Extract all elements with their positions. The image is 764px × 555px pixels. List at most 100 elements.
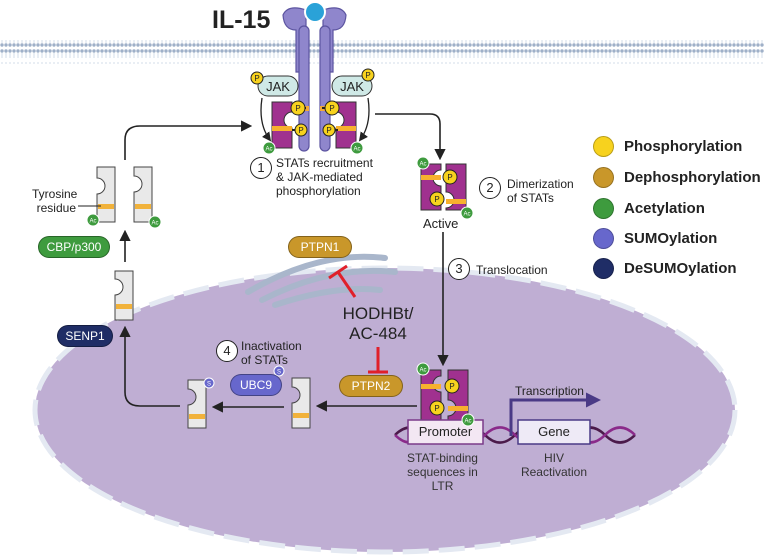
acetyl-mark-icon: Ac [416, 156, 430, 170]
mark-text: P [295, 104, 300, 113]
legend-item-acetylation: Acetylation [593, 198, 705, 219]
stat-binding-line3: LTR [431, 479, 454, 493]
step-4-line1: Inactivation [241, 339, 302, 353]
acetyl-mark-icon: Ac [461, 413, 475, 427]
acetylation-dot-icon [593, 198, 614, 219]
step-2-line1: Dimerization [507, 177, 574, 191]
jak-right-label: JAK [340, 79, 364, 94]
transcription-arrow [509, 392, 601, 436]
acetyl-mark-icon: Ac [416, 362, 430, 376]
legend-item-phosphorylation: Phosphorylation [593, 136, 742, 157]
inhibition-ptpn1 [328, 264, 357, 298]
mark-text: Ac [89, 219, 96, 225]
mark-text: Ac [353, 147, 360, 153]
mark-text: P [329, 104, 334, 113]
mark-text: S [277, 370, 281, 376]
phosphorylation-dot-icon [593, 136, 614, 157]
active-label: Active [423, 216, 459, 231]
step-4-line2: of STATs [241, 353, 288, 367]
acetyl-mark-icon: Ac [350, 141, 364, 155]
step-1-label: STATs recruitment & JAK-mediated phospho… [276, 156, 373, 198]
arrow-desumoylation [119, 325, 180, 407]
legend-item-desumoylation: DeSUMOylation [593, 258, 737, 279]
mark-text: P [254, 74, 259, 83]
tyrosine-line1: Tyrosine [32, 187, 78, 201]
step-4-badge: 4 [216, 340, 238, 362]
phosphate-mark-icon: P [442, 169, 458, 185]
stat-pair-recruited [260, 97, 370, 149]
legend-label: SUMOylation [624, 230, 718, 247]
phosphate-mark-icon: P [324, 100, 340, 116]
step-2-line2: of STATs [507, 191, 554, 205]
phosphate-mark-icon: P [361, 68, 375, 82]
acetyl-mark-icon: Ac [262, 141, 276, 155]
step-3-label: Translocation [476, 263, 548, 277]
mark-text: P [434, 195, 439, 204]
step-2-label: Dimerization of STATs [507, 177, 574, 205]
transcription-label: Transcription [515, 384, 584, 398]
stat-binding-label: STAT-binding sequences in LTR [400, 451, 485, 493]
cell-membrane [0, 40, 764, 64]
ptpn2-pill: PTPN2 [339, 375, 403, 397]
dephosphorylation-dot-icon [593, 167, 614, 188]
mark-text: P [365, 71, 370, 80]
il15-receptor [282, 1, 347, 152]
nucleus [32, 265, 738, 555]
stat-dimer-active [420, 163, 467, 211]
step-1-line1: STATs recruitment [276, 156, 373, 170]
hiv-reactivation-label: HIV Reactivation [515, 451, 593, 479]
mark-text: Ac [463, 212, 470, 218]
mark-text: Ac [464, 419, 471, 425]
legend-label: Phosphorylation [624, 138, 743, 155]
acetyl-mark-icon: Ac [86, 213, 100, 227]
cbp-p300-pill: CBP/p300 [38, 236, 110, 258]
mark-text: P [449, 382, 454, 391]
endoplasmic-reticulum [245, 253, 398, 308]
hiv-line2: Reactivation [520, 465, 588, 479]
mark-text: Ac [419, 368, 426, 374]
promoter-label: Promoter [418, 424, 473, 439]
legend-item-dephosphorylation: Dephosphorylation [593, 167, 761, 188]
drug-line2: AC-484 [349, 324, 407, 343]
tyrosine-label: Tyrosine residue [32, 187, 78, 215]
jak-left [257, 75, 299, 97]
gene-box [517, 419, 591, 445]
mark-text: Ac [151, 221, 158, 227]
sumoylation-dot-icon [593, 228, 614, 249]
legend-label: DeSUMOylation [624, 260, 737, 277]
inhibition-ptpn2 [368, 347, 388, 374]
mark-text: P [447, 173, 452, 182]
jak-right [331, 75, 373, 97]
phosphate-mark-icon: P [250, 71, 264, 85]
mark-text: P [326, 126, 331, 135]
acetyl-mark-icon: Ac [148, 215, 162, 229]
legend-item-sumoylation: SUMOylation [593, 228, 717, 249]
hiv-line1: HIV [543, 451, 564, 465]
phosphate-mark-icon: P [429, 191, 445, 207]
desumoylation-dot-icon [593, 258, 614, 279]
stat-binding-line2: sequences in [407, 465, 478, 479]
step-1-badge: 1 [250, 157, 272, 179]
drug-label: HODHBt/ AC-484 [330, 304, 426, 344]
phosphate-mark-icon: P [290, 100, 306, 116]
drug-line1: HODHBt/ [342, 304, 414, 323]
mark-text: P [298, 126, 303, 135]
acetyl-mark-icon: Ac [460, 206, 474, 220]
step-3-badge: 3 [448, 258, 470, 280]
step-1-line2: & JAK-mediated [276, 170, 363, 184]
stat-binding-line1: STAT-binding [407, 451, 478, 465]
mark-text: Ac [419, 162, 426, 168]
legend-label: Dephosphorylation [624, 169, 761, 186]
tyrosine-residues [98, 204, 309, 419]
ubc9-pill: UBC9 [230, 374, 282, 396]
arrow-recycle-to-receptor [124, 120, 253, 160]
gene-label: Gene [538, 424, 570, 439]
diagram-title: IL-15 [212, 6, 271, 34]
mark-text: P [434, 404, 439, 413]
legend-label: Acetylation [624, 200, 705, 217]
step-4-label: Inactivation of STATs [241, 339, 302, 367]
tyrosine-line2: residue [36, 201, 76, 215]
jak-left-label: JAK [266, 79, 290, 94]
